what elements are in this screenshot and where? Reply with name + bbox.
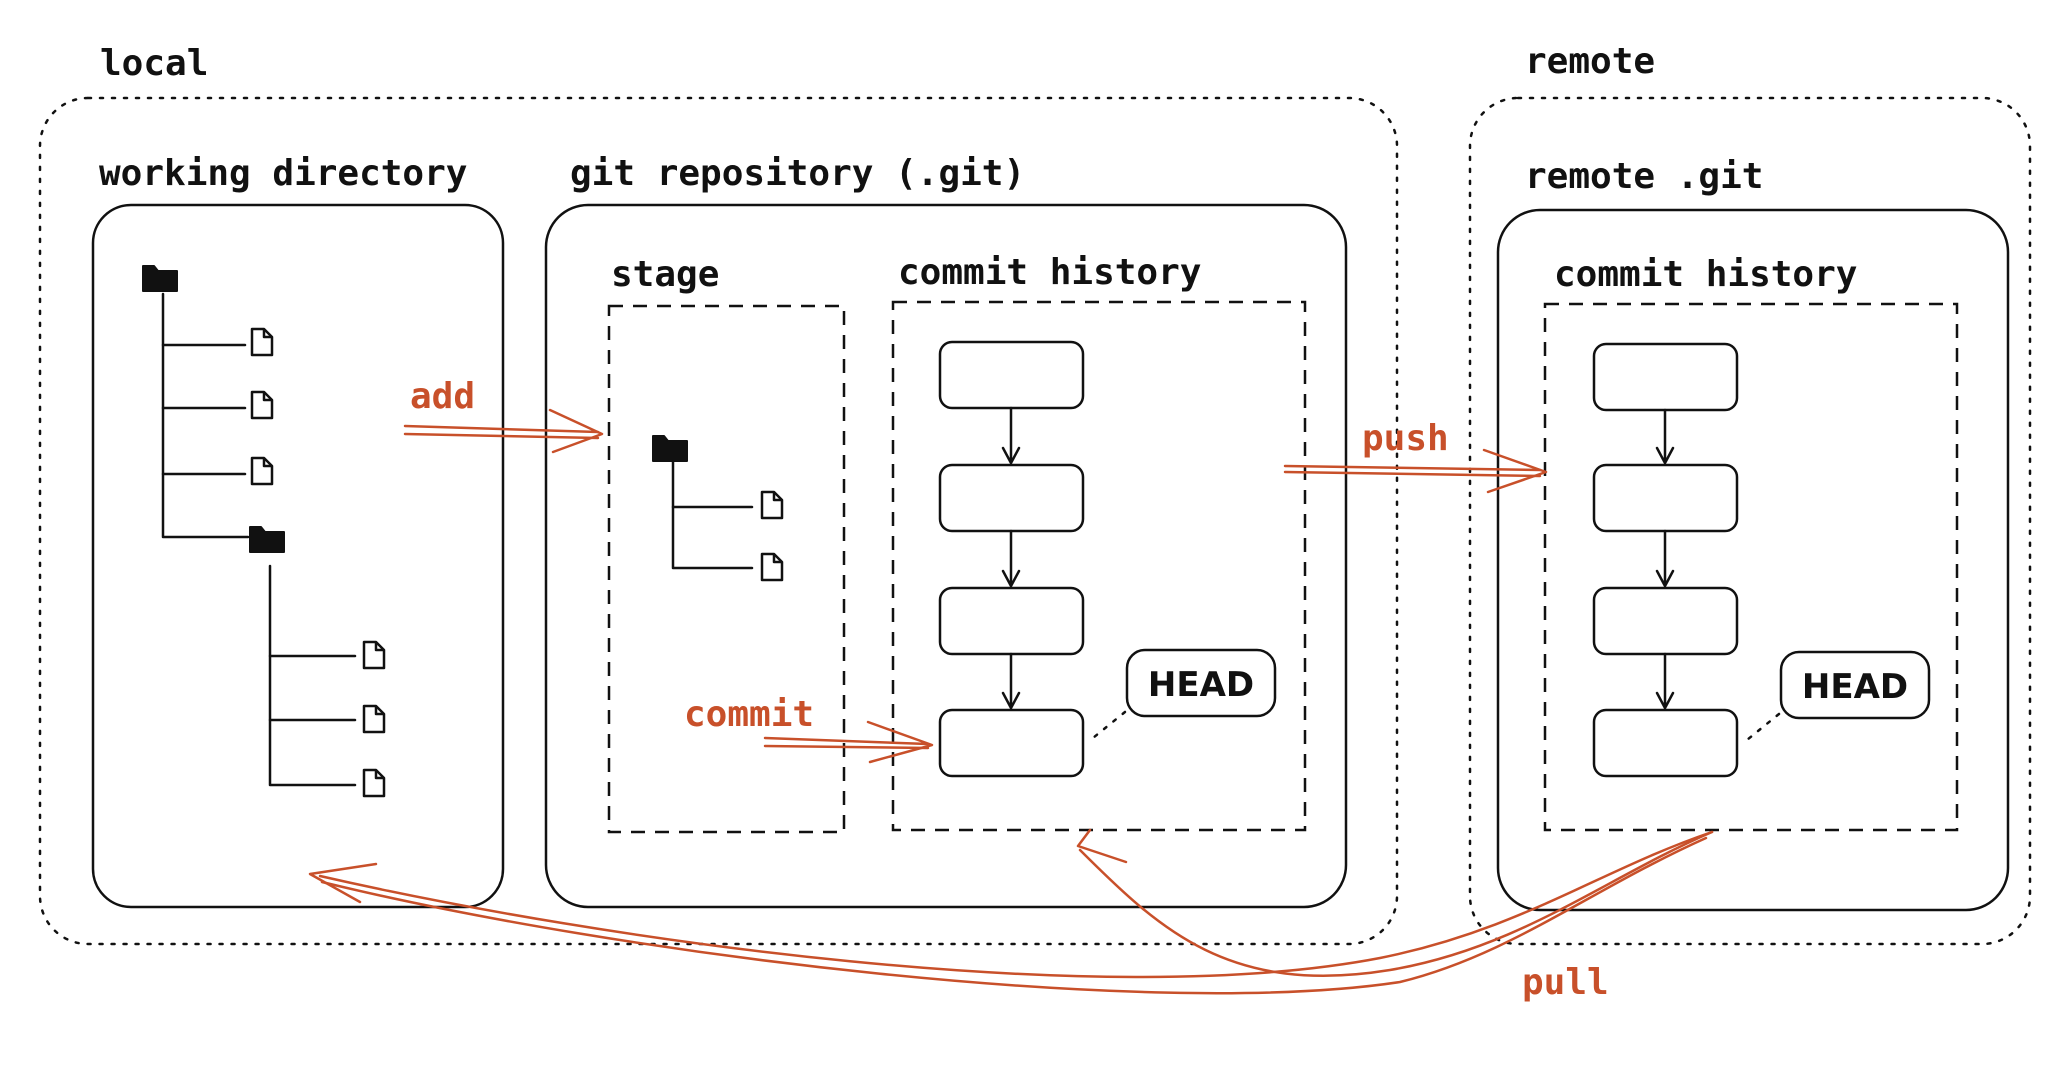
head-label: HEAD	[1802, 667, 1908, 707]
commit-history-remote-box	[1543, 302, 1959, 832]
commit-node	[1592, 586, 1739, 656]
remote-git-label: remote .git	[1525, 156, 1763, 197]
file-icon	[362, 768, 386, 798]
git-repository-label: git repository (.git)	[570, 153, 1025, 194]
file-icon	[250, 390, 274, 420]
working-directory-tree	[142, 265, 386, 798]
pull-arrow	[308, 828, 1714, 995]
commit-node	[1592, 708, 1739, 778]
commit-node	[938, 586, 1085, 656]
stage-box	[607, 304, 846, 834]
local-label: local	[100, 43, 208, 84]
folder-icon	[652, 435, 688, 462]
local-commit-chain: HEAD	[938, 340, 1277, 778]
head-label: HEAD	[1148, 665, 1254, 705]
stage-tree	[652, 435, 784, 582]
commit-history-remote-label: commit history	[1554, 254, 1857, 295]
commit-history-local-label: commit history	[898, 252, 1201, 293]
head-pointer	[1779, 650, 1931, 720]
commit-node	[1592, 342, 1739, 412]
push-label: push	[1362, 418, 1449, 459]
remote-label: remote	[1525, 41, 1655, 82]
file-icon	[362, 640, 386, 670]
file-icon	[250, 456, 274, 486]
head-pointer	[1125, 648, 1277, 718]
working-directory-box	[91, 203, 505, 909]
working-directory-label: working directory	[99, 153, 467, 194]
commit-arrow	[763, 720, 934, 764]
folder-icon	[142, 265, 178, 292]
commit-label: commit	[684, 694, 814, 735]
local-area	[38, 96, 1399, 946]
remote-commit-chain: HEAD	[1592, 342, 1931, 778]
remote-git-box	[1496, 208, 2010, 912]
commit-node	[1592, 463, 1739, 533]
file-icon	[760, 552, 784, 582]
add-label: add	[410, 376, 475, 417]
file-icon	[362, 704, 386, 734]
remote-area	[1468, 96, 2032, 946]
push-arrow	[1283, 448, 1548, 494]
commit-node	[938, 708, 1085, 778]
commit-node	[938, 463, 1085, 533]
commit-history-local-box	[891, 300, 1307, 832]
file-icon	[760, 490, 784, 520]
file-icon	[250, 327, 274, 357]
folder-icon	[249, 526, 285, 553]
git-repository-box	[544, 203, 1348, 909]
pull-label: pull	[1522, 962, 1609, 1003]
add-arrow	[403, 408, 604, 454]
commit-node	[938, 340, 1085, 410]
stage-label: stage	[611, 254, 719, 295]
